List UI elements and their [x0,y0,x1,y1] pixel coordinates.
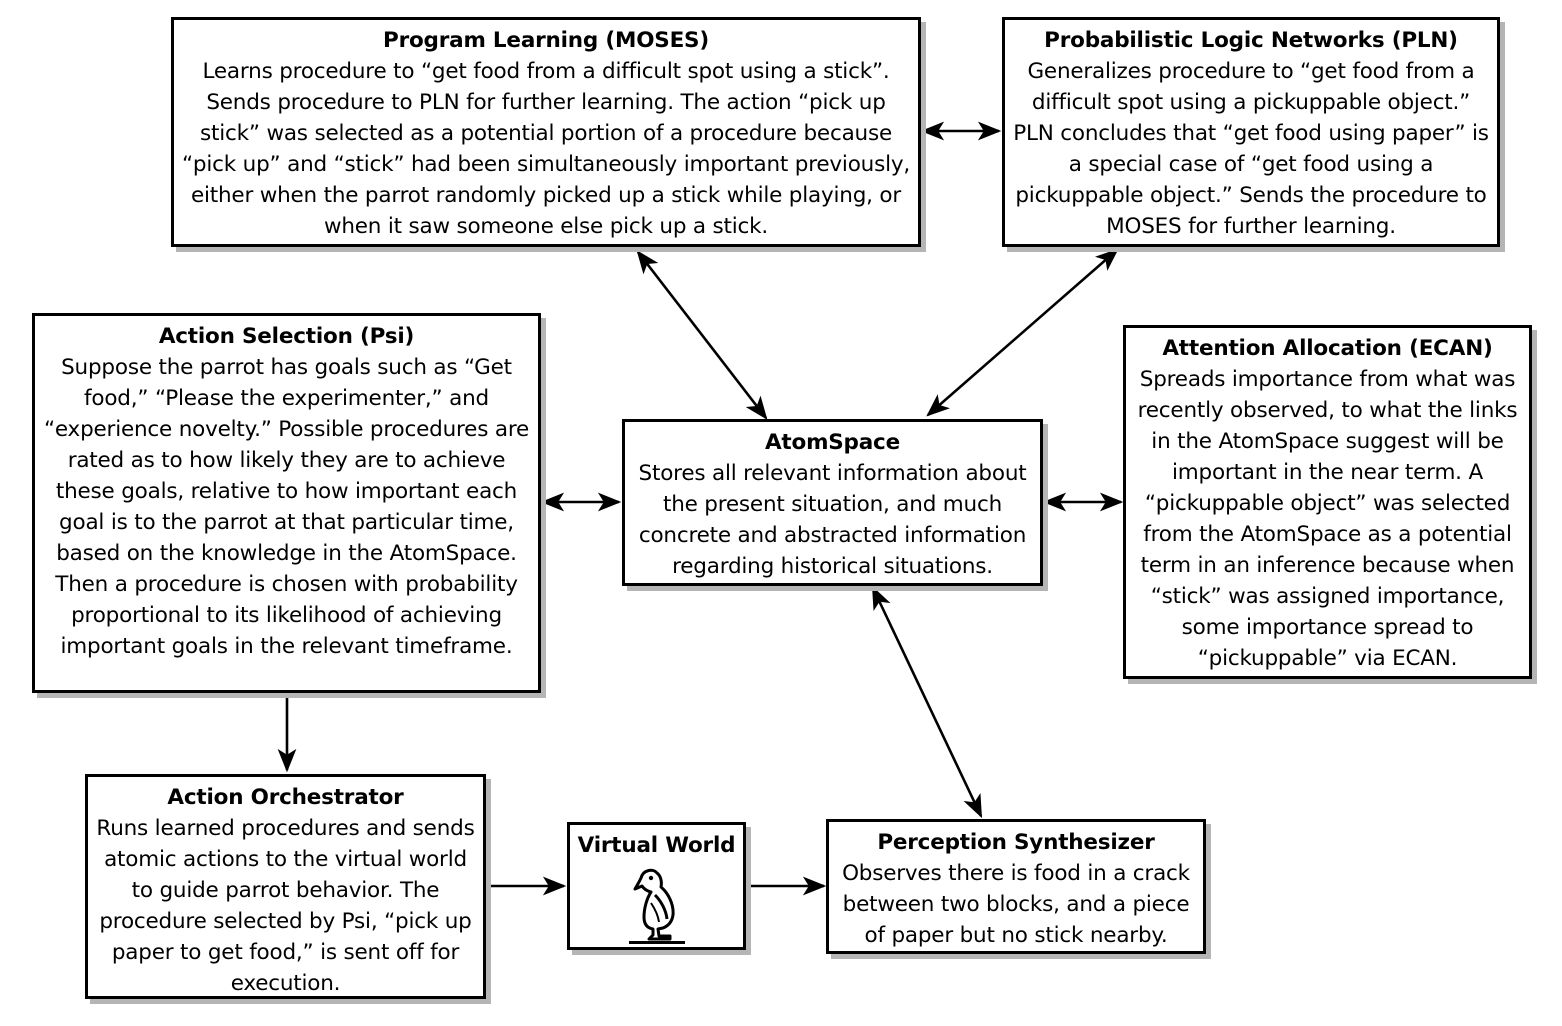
node-body: Observes there is food in a crack betwee… [842,861,1190,948]
parrot-icon [628,868,685,944]
node-probabilistic-logic-networks-pln: Probabilistic Logic Networks (PLN) Gener… [1002,17,1500,247]
node-body: Spreads importance from what was recentl… [1137,367,1518,671]
edge-atomspace-perception [871,585,983,819]
node-body: Stores all relevant information about th… [638,461,1027,579]
node-attention-allocation-ecan: Attention Allocation (ECAN) Spreads impo… [1123,325,1532,679]
node-body: Runs learned procedures and sends atomic… [96,816,475,996]
node-title: Program Learning (MOSES) [383,28,709,53]
node-virtual-world: Virtual World [567,822,746,950]
node-action-selection-psi: Action Selection (Psi) Suppose the parro… [32,313,541,693]
node-title: Attention Allocation (ECAN) [1162,336,1493,361]
node-title: AtomSpace [764,430,900,455]
node-title: Perception Synthesizer [877,830,1155,855]
node-action-orchestrator: Action Orchestrator Runs learned procedu… [85,774,486,999]
node-body: Learns procedure to “get food from a dif… [181,59,911,239]
node-title: Action Orchestrator [167,785,404,810]
node-title: Virtual World [577,833,736,858]
edge-moses-atomspace [636,250,768,420]
node-perception-synthesizer: Perception Synthesizer Observes there is… [826,819,1206,954]
node-atomspace: AtomSpace Stores all relevant informatio… [622,419,1043,586]
node-title: Probabilistic Logic Networks (PLN) [1044,28,1458,53]
node-title: Action Selection (Psi) [158,324,415,349]
node-body: Generalizes procedure to “get food from … [1013,59,1489,239]
edge-pln-atomspace [926,248,1119,417]
node-program-learning-moses: Program Learning (MOSES) Learns procedur… [171,17,921,247]
node-body: Suppose the parrot has goals such as “Ge… [43,355,530,659]
